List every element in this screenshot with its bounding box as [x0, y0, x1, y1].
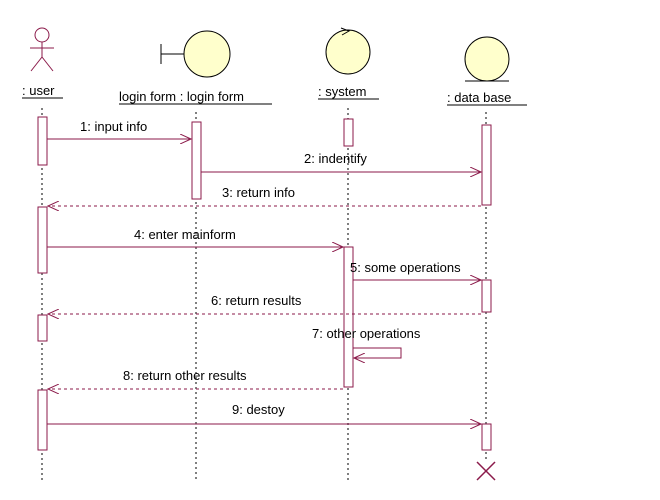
object-label-login-form: login form : login form: [119, 89, 244, 104]
message-label: 7: other operations: [312, 326, 421, 341]
activation-bar: [191, 121, 202, 200]
message-label: 9: destoy: [232, 402, 285, 417]
actor-icon: [30, 27, 54, 72]
message-arrow: [353, 347, 402, 358]
message-label: 5: some operations: [350, 260, 461, 275]
activation-bar: [481, 124, 492, 206]
object-user[interactable]: : user: [22, 27, 63, 99]
message-label: 8: return other results: [123, 368, 247, 383]
activation-bar: [37, 314, 48, 342]
object-system[interactable]: : system: [318, 27, 379, 100]
message-5: 5: some operations: [350, 260, 481, 280]
object-login-form[interactable]: login form : login form: [119, 30, 272, 105]
destroy-x-icon: [476, 461, 496, 481]
control-icon: [325, 27, 371, 75]
object-label-system: : system: [318, 84, 366, 99]
entity-icon: [464, 36, 510, 82]
message-label: 4: enter mainform: [134, 227, 236, 242]
message-label: 6: return results: [211, 293, 302, 308]
message-3: 3: return info: [48, 185, 481, 206]
activation-bar: [37, 389, 48, 451]
message-6: 6: return results: [48, 293, 481, 314]
activation-bar: [481, 279, 492, 313]
message-1: 1: input info: [47, 119, 191, 139]
activation-bar: [37, 116, 48, 166]
object-label-user: : user: [22, 83, 55, 98]
message-label: 1: input info: [80, 119, 147, 134]
activation-bar: [481, 423, 492, 451]
activation-bar: [343, 246, 354, 388]
activation-bar: [37, 206, 48, 274]
message-9: 9: destoy: [47, 402, 481, 424]
message-label: 2: indentify: [304, 151, 367, 166]
message-7: 7: other operations: [312, 326, 421, 358]
object-label-data-base: : data base: [447, 90, 511, 105]
message-8: 8: return other results: [48, 368, 343, 389]
message-2: 2: indentify: [201, 151, 481, 172]
object-data-base[interactable]: : data base: [447, 36, 527, 106]
boundary-icon: [160, 30, 231, 78]
activation-bar: [343, 118, 354, 147]
message-label: 3: return info: [222, 185, 295, 200]
message-4: 4: enter mainform: [47, 227, 343, 247]
